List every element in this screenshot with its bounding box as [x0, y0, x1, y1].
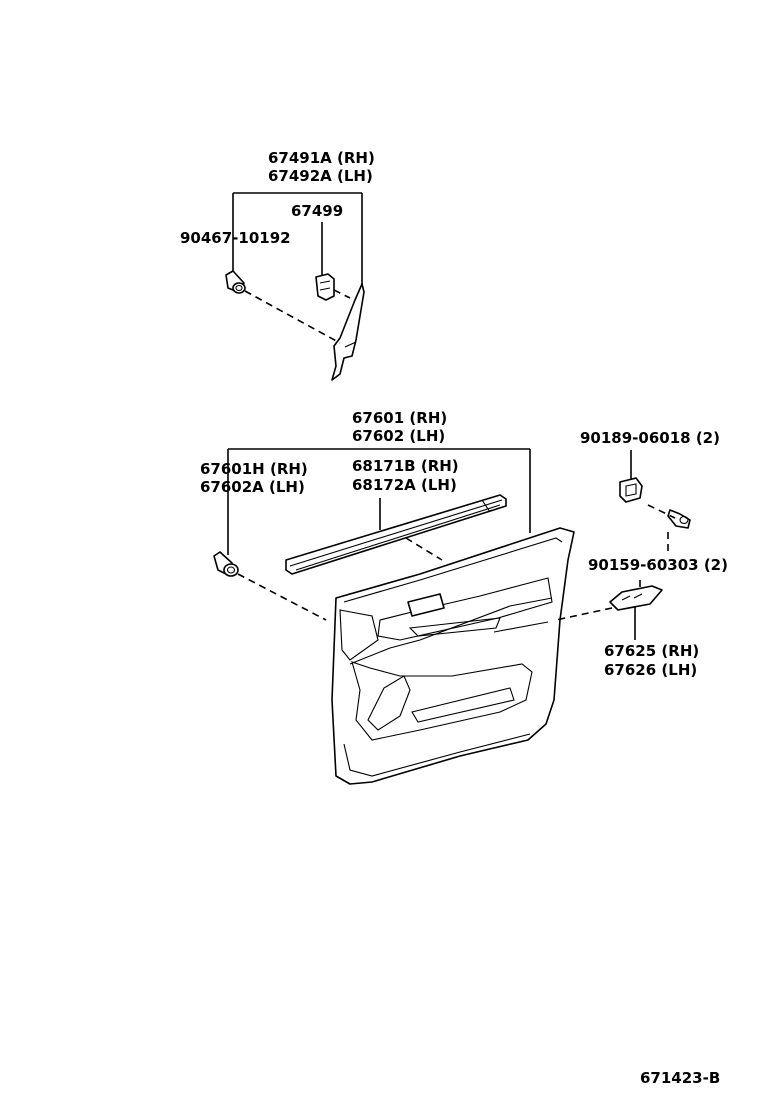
screw-90159-icon: [667, 509, 691, 529]
label-67602a: 67602A (LH): [200, 478, 305, 496]
label-68172a: 68172A (LH): [352, 476, 457, 494]
lower-leader-lines: [227, 448, 636, 640]
mirror-cover-panel-icon: [331, 283, 365, 381]
label-90159-60303: 90159-60303 (2): [588, 556, 728, 574]
weatherstrip-68171b-icon: [285, 494, 507, 575]
lower-dashed-lines: [237, 504, 676, 621]
door-trim-board-icon: [331, 527, 575, 785]
label-67491a: 67491A (RH): [268, 149, 375, 167]
label-68171b: 68171B (RH): [352, 457, 459, 475]
label-67601: 67601 (RH): [352, 409, 447, 427]
label-67492a: 67492A (LH): [268, 167, 373, 185]
label-67625: 67625 (RH): [604, 642, 699, 660]
switch-base-67625-icon: [609, 585, 663, 611]
label-90189-06018: 90189-06018 (2): [580, 429, 720, 447]
label-67499: 67499: [291, 202, 343, 220]
diagram-id: 671423-B: [640, 1069, 720, 1087]
upper-leader-lines: [232, 192, 363, 285]
clip-90467-icon: [225, 270, 246, 294]
bracket-67499-icon: [315, 273, 335, 301]
label-90467-10192: 90467-10192: [180, 229, 291, 247]
clip-67601h-icon: [213, 551, 239, 577]
clip-90189-icon: [619, 477, 643, 503]
upper-dashed-lines: [244, 289, 351, 344]
label-67601h: 67601H (RH): [200, 460, 308, 478]
label-67626: 67626 (LH): [604, 661, 697, 679]
label-67602: 67602 (LH): [352, 427, 445, 445]
